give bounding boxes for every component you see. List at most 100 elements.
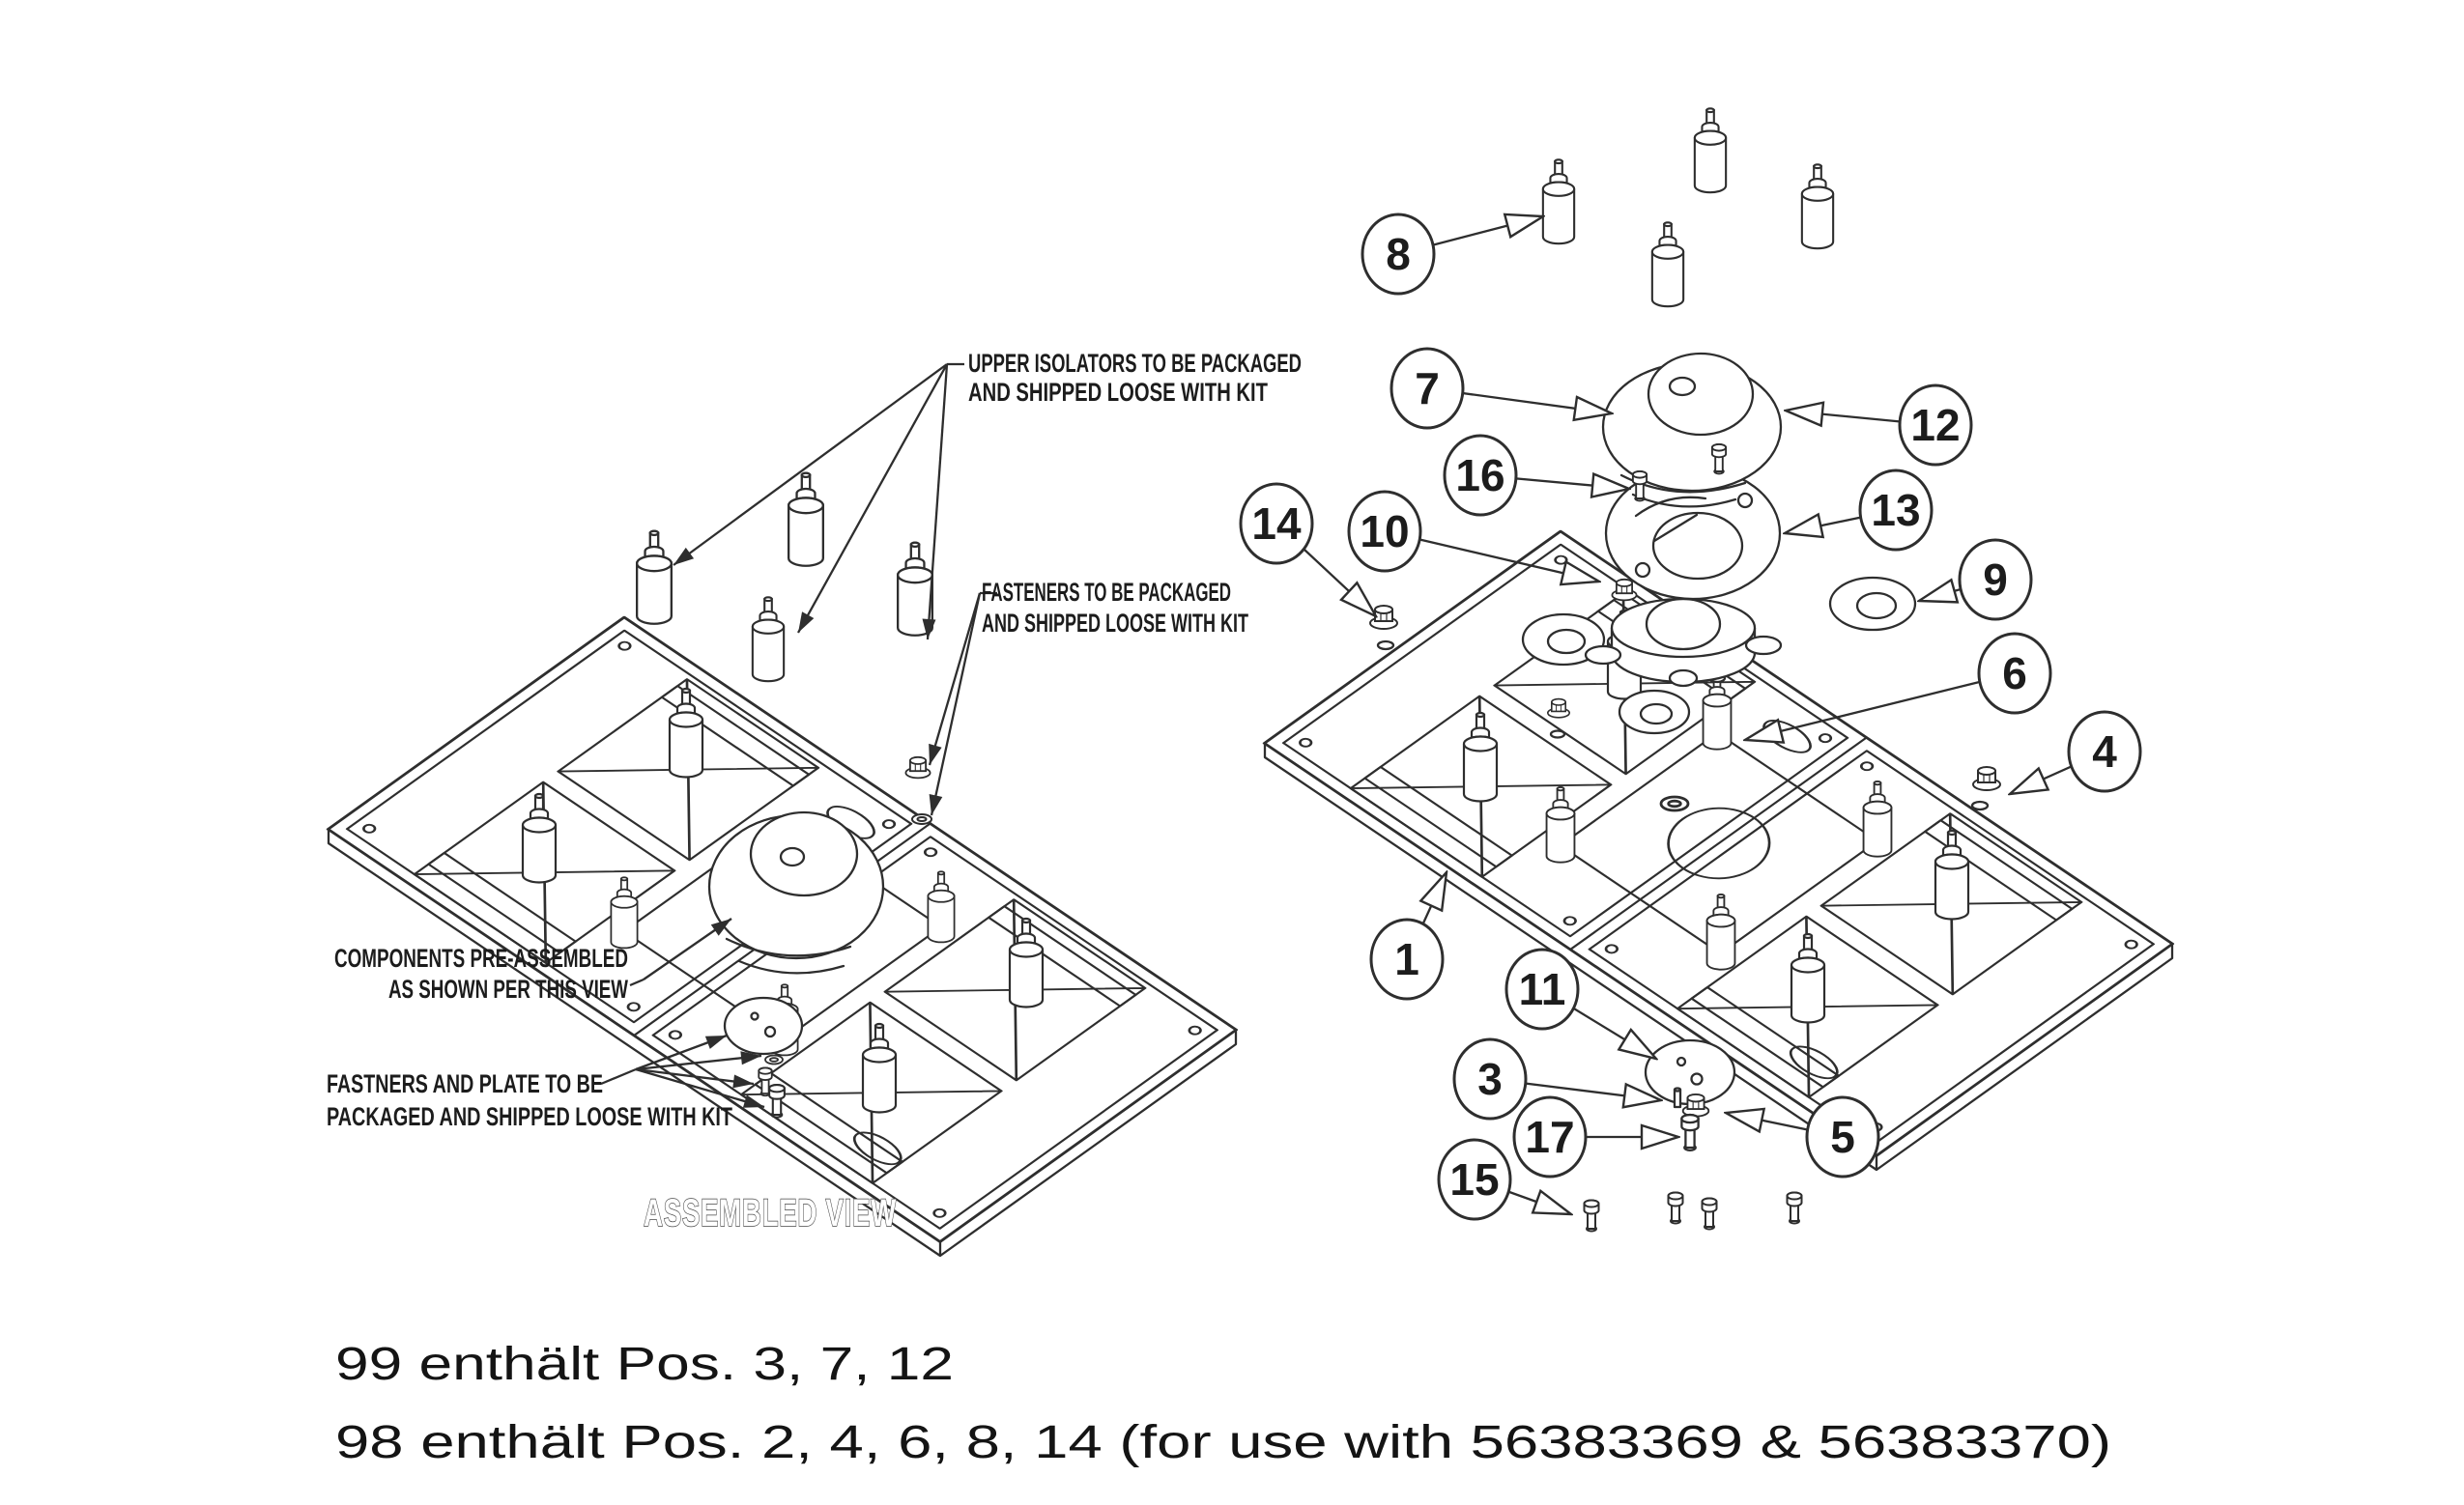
pocket-isolator — [1462, 711, 1499, 803]
callout-12: 12 — [1786, 383, 1973, 467]
callout-number-9: 9 — [1983, 554, 2008, 605]
callout-number-11: 11 — [1519, 964, 1566, 1014]
upper-isolator — [1650, 221, 1685, 308]
callout-number-15: 15 — [1449, 1154, 1499, 1205]
callout-14: 14 — [1239, 482, 1376, 616]
upper-isolator — [1693, 107, 1728, 194]
mount-ear-tabs — [1521, 576, 1917, 735]
pocket-isolator — [861, 1022, 898, 1114]
callout-13: 13 — [1785, 469, 1934, 552]
callout-number-16: 16 — [1455, 450, 1504, 500]
stack-nut — [1547, 697, 1570, 719]
note-preassembled-line2: AS SHOWN PER THIS VIEW — [388, 975, 628, 1004]
upper-isolator — [787, 471, 825, 567]
stack-washer — [1549, 729, 1566, 739]
callout-5: 5 — [1726, 1095, 1880, 1178]
upper-isolator — [1800, 163, 1835, 250]
footnote-line2: 98 enthält Pos. 2, 4, 6, 8, 14 (for use … — [335, 1417, 2111, 1468]
dome-cover-assembled — [707, 810, 885, 975]
dome-cover-exploded — [1601, 352, 1783, 508]
note-fasteners-line2: AND SHIPPED LOOSE WITH KIT — [982, 609, 1248, 638]
annotation-text: UPPER ISOLATORS TO BE PACKAGED AND SHIPP… — [327, 349, 1302, 1235]
footnote-line1: 99 enthält Pos. 3, 7, 12 — [335, 1339, 954, 1390]
upper-isolator — [1541, 158, 1576, 245]
callout-3: 3 — [1452, 1037, 1661, 1121]
callout-bubble-15 — [1437, 1138, 1512, 1221]
callout-number-6: 6 — [2002, 648, 2027, 698]
lower-isolator — [1545, 785, 1576, 864]
note-fastners-plate-line1: FASTNERS AND PLATE TO BE — [327, 1069, 603, 1098]
lower-isolator — [1862, 780, 1893, 858]
callout-6: 6 — [1745, 632, 2052, 740]
callout-number-1: 1 — [1394, 934, 1419, 984]
callout-bubble-16 — [1443, 434, 1518, 517]
callout-number-17: 17 — [1525, 1112, 1574, 1162]
hub-housing — [1584, 597, 1783, 688]
bottom-loose-parts — [1583, 1038, 1803, 1233]
pocket-isolator — [521, 792, 558, 884]
pocket-isolator — [1790, 932, 1826, 1024]
callout-number-12: 12 — [1910, 400, 1960, 450]
callout-bubble-11 — [1504, 948, 1580, 1031]
rim-nut — [1972, 766, 2001, 791]
left-assembly-parts — [521, 471, 1045, 1119]
callout-17: 17 — [1512, 1095, 1678, 1178]
lower-isolator — [1705, 893, 1736, 971]
callout-bubble-12 — [1898, 383, 1973, 467]
callout-4: 4 — [2010, 710, 2142, 794]
right-assembly-parts — [1369, 107, 2001, 1233]
upper-isolator — [896, 541, 934, 637]
note-upper-isolators-line2: AND SHIPPED LOOSE WITH KIT — [968, 378, 1268, 407]
callout-bubble-4 — [2067, 710, 2142, 793]
callout-number-5: 5 — [1830, 1112, 1855, 1162]
callout-bubble-13 — [1858, 469, 1934, 552]
callout-number-8: 8 — [1386, 229, 1411, 279]
callout-7: 7 — [1390, 347, 1612, 430]
callout-bubble-10 — [1347, 490, 1422, 573]
callout-bubble-6 — [1977, 632, 2052, 715]
note-fasteners-line1: FASTENERS TO BE PACKAGED — [982, 578, 1231, 607]
callout-bubble-9 — [1958, 538, 2033, 621]
isolator-bolt — [1611, 578, 1638, 602]
pad-isolator — [927, 870, 956, 944]
annotation-leaders — [600, 362, 997, 1109]
callout-bubble-8 — [1361, 213, 1436, 296]
assembled-view-caption: ASSEMBLED VIEW — [644, 1192, 897, 1235]
pad-isolator — [610, 876, 639, 950]
callout-number-4: 4 — [2092, 726, 2117, 777]
note-preassembled-line1: COMPONENTS PRE-ASSEMBLED — [334, 944, 628, 973]
callout-bubble-5 — [1805, 1095, 1880, 1178]
callout-bubble-3 — [1452, 1037, 1528, 1121]
note-upper-isolators-line1: UPPER ISOLATORS TO BE PACKAGED — [968, 349, 1302, 378]
rim-nut — [1369, 605, 1398, 630]
pocket-isolator — [1934, 829, 1970, 921]
callout-number-3: 3 — [1477, 1054, 1503, 1104]
callout-15: 15 — [1437, 1138, 1571, 1221]
loose-plate-and-fastners — [723, 996, 804, 1119]
callout-9: 9 — [1919, 538, 2033, 621]
callout-bubble-1 — [1369, 918, 1445, 1001]
note-fastners-plate-line2: PACKAGED AND SHIPPED LOOSE WITH KIT — [327, 1102, 732, 1131]
callout-number-7: 7 — [1415, 363, 1440, 413]
callout-10: 10 — [1347, 490, 1599, 582]
callout-bubble-14 — [1239, 482, 1314, 565]
retainer-ring — [1659, 795, 1690, 812]
callout-number-10: 10 — [1360, 506, 1409, 556]
callout-1: 1 — [1369, 872, 1447, 1001]
callout-8: 8 — [1361, 213, 1543, 296]
upper-isolator — [751, 596, 786, 683]
pocket-isolator — [668, 687, 704, 779]
loose-nut — [904, 755, 931, 780]
callout-16: 16 — [1443, 434, 1629, 517]
callout-bubble-17 — [1512, 1095, 1588, 1178]
callout-bubble-7 — [1390, 347, 1465, 430]
loose-washer — [911, 813, 932, 825]
rim-washer — [1376, 639, 1395, 651]
right-assembly-plate — [1262, 529, 2175, 1172]
rim-washer — [1970, 800, 1990, 811]
callout-11: 11 — [1504, 948, 1656, 1059]
upper-isolator — [635, 529, 673, 625]
